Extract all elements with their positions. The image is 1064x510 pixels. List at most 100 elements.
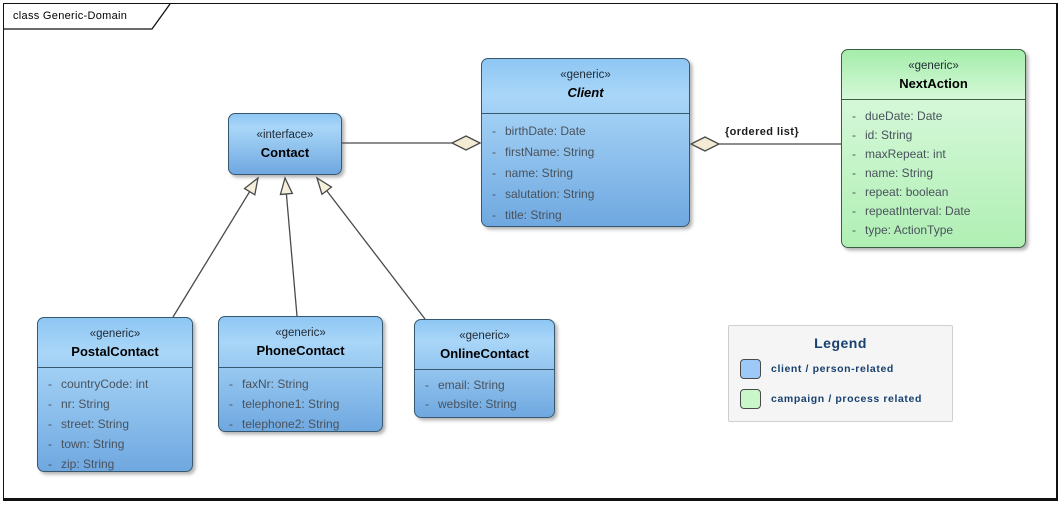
class-name: OnlineContact <box>440 346 529 361</box>
visibility-marker: - <box>425 378 429 392</box>
class-box-phonecontact: «generic» PhoneContact -faxNr: String-te… <box>218 316 383 432</box>
visibility-marker: - <box>48 377 52 391</box>
stereotype-label: «interface» <box>256 128 314 141</box>
attribute-row: -zip: String <box>38 454 188 474</box>
attribute-row: -dueDate: Date <box>842 107 1021 126</box>
class-box-client: «generic» Client -birthDate: Date-firstN… <box>481 58 690 227</box>
class-name: Contact <box>260 144 310 160</box>
attribute-row: -salutation: String <box>482 184 685 205</box>
frame-tab-title: class Generic-Domain <box>13 10 128 22</box>
attribute-compartment: -dueDate: Date-id: String-maxRepeat: int… <box>842 100 1025 240</box>
class-header: «generic» NextAction <box>842 50 1025 100</box>
green-swatch-icon <box>740 389 761 409</box>
attribute-text: name: String <box>865 166 934 180</box>
visibility-marker: - <box>492 124 496 138</box>
attribute-text: faxNr: String <box>242 377 309 391</box>
attribute-row: -firstName: String <box>482 142 685 163</box>
attribute-compartment: -email: String-website: String <box>415 370 554 414</box>
class-header: «interface» Contact <box>229 127 341 162</box>
legend-item-label: campaign / process related <box>771 393 922 405</box>
attribute-text: town: String <box>61 437 125 451</box>
legend-item-campaign: campaign / process related <box>740 387 952 411</box>
attribute-text: email: String <box>438 378 505 392</box>
visibility-marker: - <box>852 128 856 142</box>
visibility-marker: - <box>492 145 496 159</box>
visibility-marker: - <box>852 223 856 237</box>
visibility-marker: - <box>229 417 233 431</box>
class-name: Client <box>567 85 604 100</box>
attribute-compartment: -faxNr: String-telephone1: String-teleph… <box>219 368 382 434</box>
legend-title: Legend <box>814 335 867 351</box>
visibility-marker: - <box>852 204 856 218</box>
attribute-text: type: ActionType <box>865 223 954 237</box>
stereotype-label: «generic» <box>275 327 326 339</box>
visibility-marker: - <box>48 417 52 431</box>
blue-swatch-icon <box>740 359 761 379</box>
visibility-marker: - <box>229 397 233 411</box>
attribute-row: -name: String <box>842 164 1021 183</box>
class-box-onlinecontact: «generic» OnlineContact -email: String-w… <box>414 319 555 418</box>
visibility-marker: - <box>492 166 496 180</box>
attribute-text: countryCode: int <box>61 377 149 391</box>
attribute-row: -repeatInterval: Date <box>842 202 1021 221</box>
legend-item-client: client / person-related <box>740 357 952 381</box>
stereotype-label: «generic» <box>459 330 510 342</box>
attribute-row: -town: String <box>38 434 188 454</box>
class-name: PostalContact <box>71 344 159 359</box>
attribute-row: -maxRepeat: int <box>842 145 1021 164</box>
attribute-text: title: String <box>505 208 562 222</box>
attribute-row: -website: String <box>415 395 550 414</box>
visibility-marker: - <box>492 187 496 201</box>
visibility-marker: - <box>48 397 52 411</box>
class-name: NextAction <box>899 76 968 91</box>
class-box-nextaction: «generic» NextAction -dueDate: Date-id: … <box>841 49 1026 248</box>
attribute-text: nr: String <box>61 397 110 411</box>
class-box-contact: «interface» Contact <box>228 113 342 175</box>
class-header: «generic» PostalContact <box>38 318 192 368</box>
attribute-text: birthDate: Date <box>505 124 586 138</box>
visibility-marker: - <box>492 208 496 222</box>
attribute-text: dueDate: Date <box>865 109 943 123</box>
attribute-text: street: String <box>61 417 130 431</box>
attribute-text: repeatInterval: Date <box>865 204 971 218</box>
attribute-text: firstName: String <box>505 145 595 159</box>
class-box-postalcontact: «generic» PostalContact -countryCode: in… <box>37 317 193 472</box>
attribute-row: -nr: String <box>38 394 188 414</box>
attribute-text: telephone2: String <box>242 417 340 431</box>
ordered-list-constraint-label: {ordered list} <box>724 126 800 138</box>
attribute-row: -id: String <box>842 126 1021 145</box>
attribute-row: -street: String <box>38 414 188 434</box>
visibility-marker: - <box>48 437 52 451</box>
visibility-marker: - <box>48 457 52 471</box>
class-header: «generic» OnlineContact <box>415 320 554 370</box>
stereotype-label: «generic» <box>560 69 611 81</box>
attribute-text: repeat: boolean <box>865 185 949 199</box>
attribute-text: maxRepeat: int <box>865 147 946 161</box>
attribute-row: -telephone2: String <box>219 414 378 434</box>
class-name: PhoneContact <box>256 343 345 358</box>
attribute-text: website: String <box>438 397 517 411</box>
attribute-row: -telephone1: String <box>219 394 378 414</box>
stereotype-label: «generic» <box>89 328 141 340</box>
visibility-marker: - <box>852 147 856 161</box>
attribute-row: -birthDate: Date <box>482 121 685 142</box>
visibility-marker: - <box>852 185 856 199</box>
attribute-row: -email: String <box>415 376 550 395</box>
attribute-text: salutation: String <box>505 187 595 201</box>
visibility-marker: - <box>852 166 856 180</box>
stereotype-label: «generic» <box>908 60 959 72</box>
legend-item-label: client / person-related <box>771 363 894 375</box>
attribute-row: -title: String <box>482 205 685 226</box>
attribute-row: -countryCode: int <box>38 374 188 394</box>
attribute-row: -type: ActionType <box>842 221 1021 240</box>
visibility-marker: - <box>425 397 429 411</box>
visibility-marker: - <box>229 377 233 391</box>
legend-box: Legend client / person-related campaign … <box>728 325 953 422</box>
attribute-text: telephone1: String <box>242 397 340 411</box>
visibility-marker: - <box>852 109 856 123</box>
attribute-compartment: -countryCode: int-nr: String-street: Str… <box>38 368 192 474</box>
attribute-row: -repeat: boolean <box>842 183 1021 202</box>
attribute-row: -faxNr: String <box>219 374 378 394</box>
attribute-text: id: String <box>865 128 913 142</box>
attribute-compartment: -birthDate: Date-firstName: String-name:… <box>482 114 689 226</box>
